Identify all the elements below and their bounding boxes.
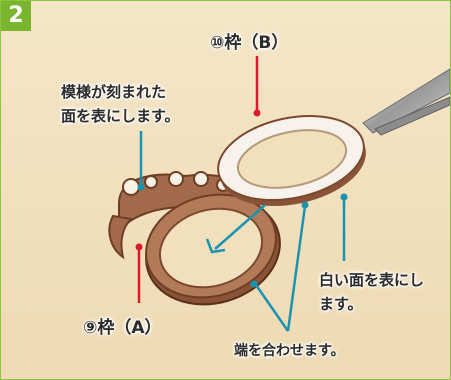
callout-frame-b [253,56,261,117]
step-number-badge: 2 [1,1,31,31]
align-edges-note: 端を合わせます。 [234,343,345,359]
frame-b-piece [217,114,366,207]
white-side-note: 白い面を表にし ます。 [319,271,425,313]
callout-align-edges [250,201,309,332]
frame-b-label: ⑩枠（B） [210,33,289,53]
tweezers [362,68,450,136]
pattern-side-note: 模様が刻まれた 面を表にします。 [61,83,180,125]
frame-a-label: ⑨枠（A） [83,318,162,338]
callout-pattern-side [137,131,145,191]
callout-white-side [340,193,348,261]
placement-arrow [205,204,266,254]
callout-frame-a [135,243,143,303]
